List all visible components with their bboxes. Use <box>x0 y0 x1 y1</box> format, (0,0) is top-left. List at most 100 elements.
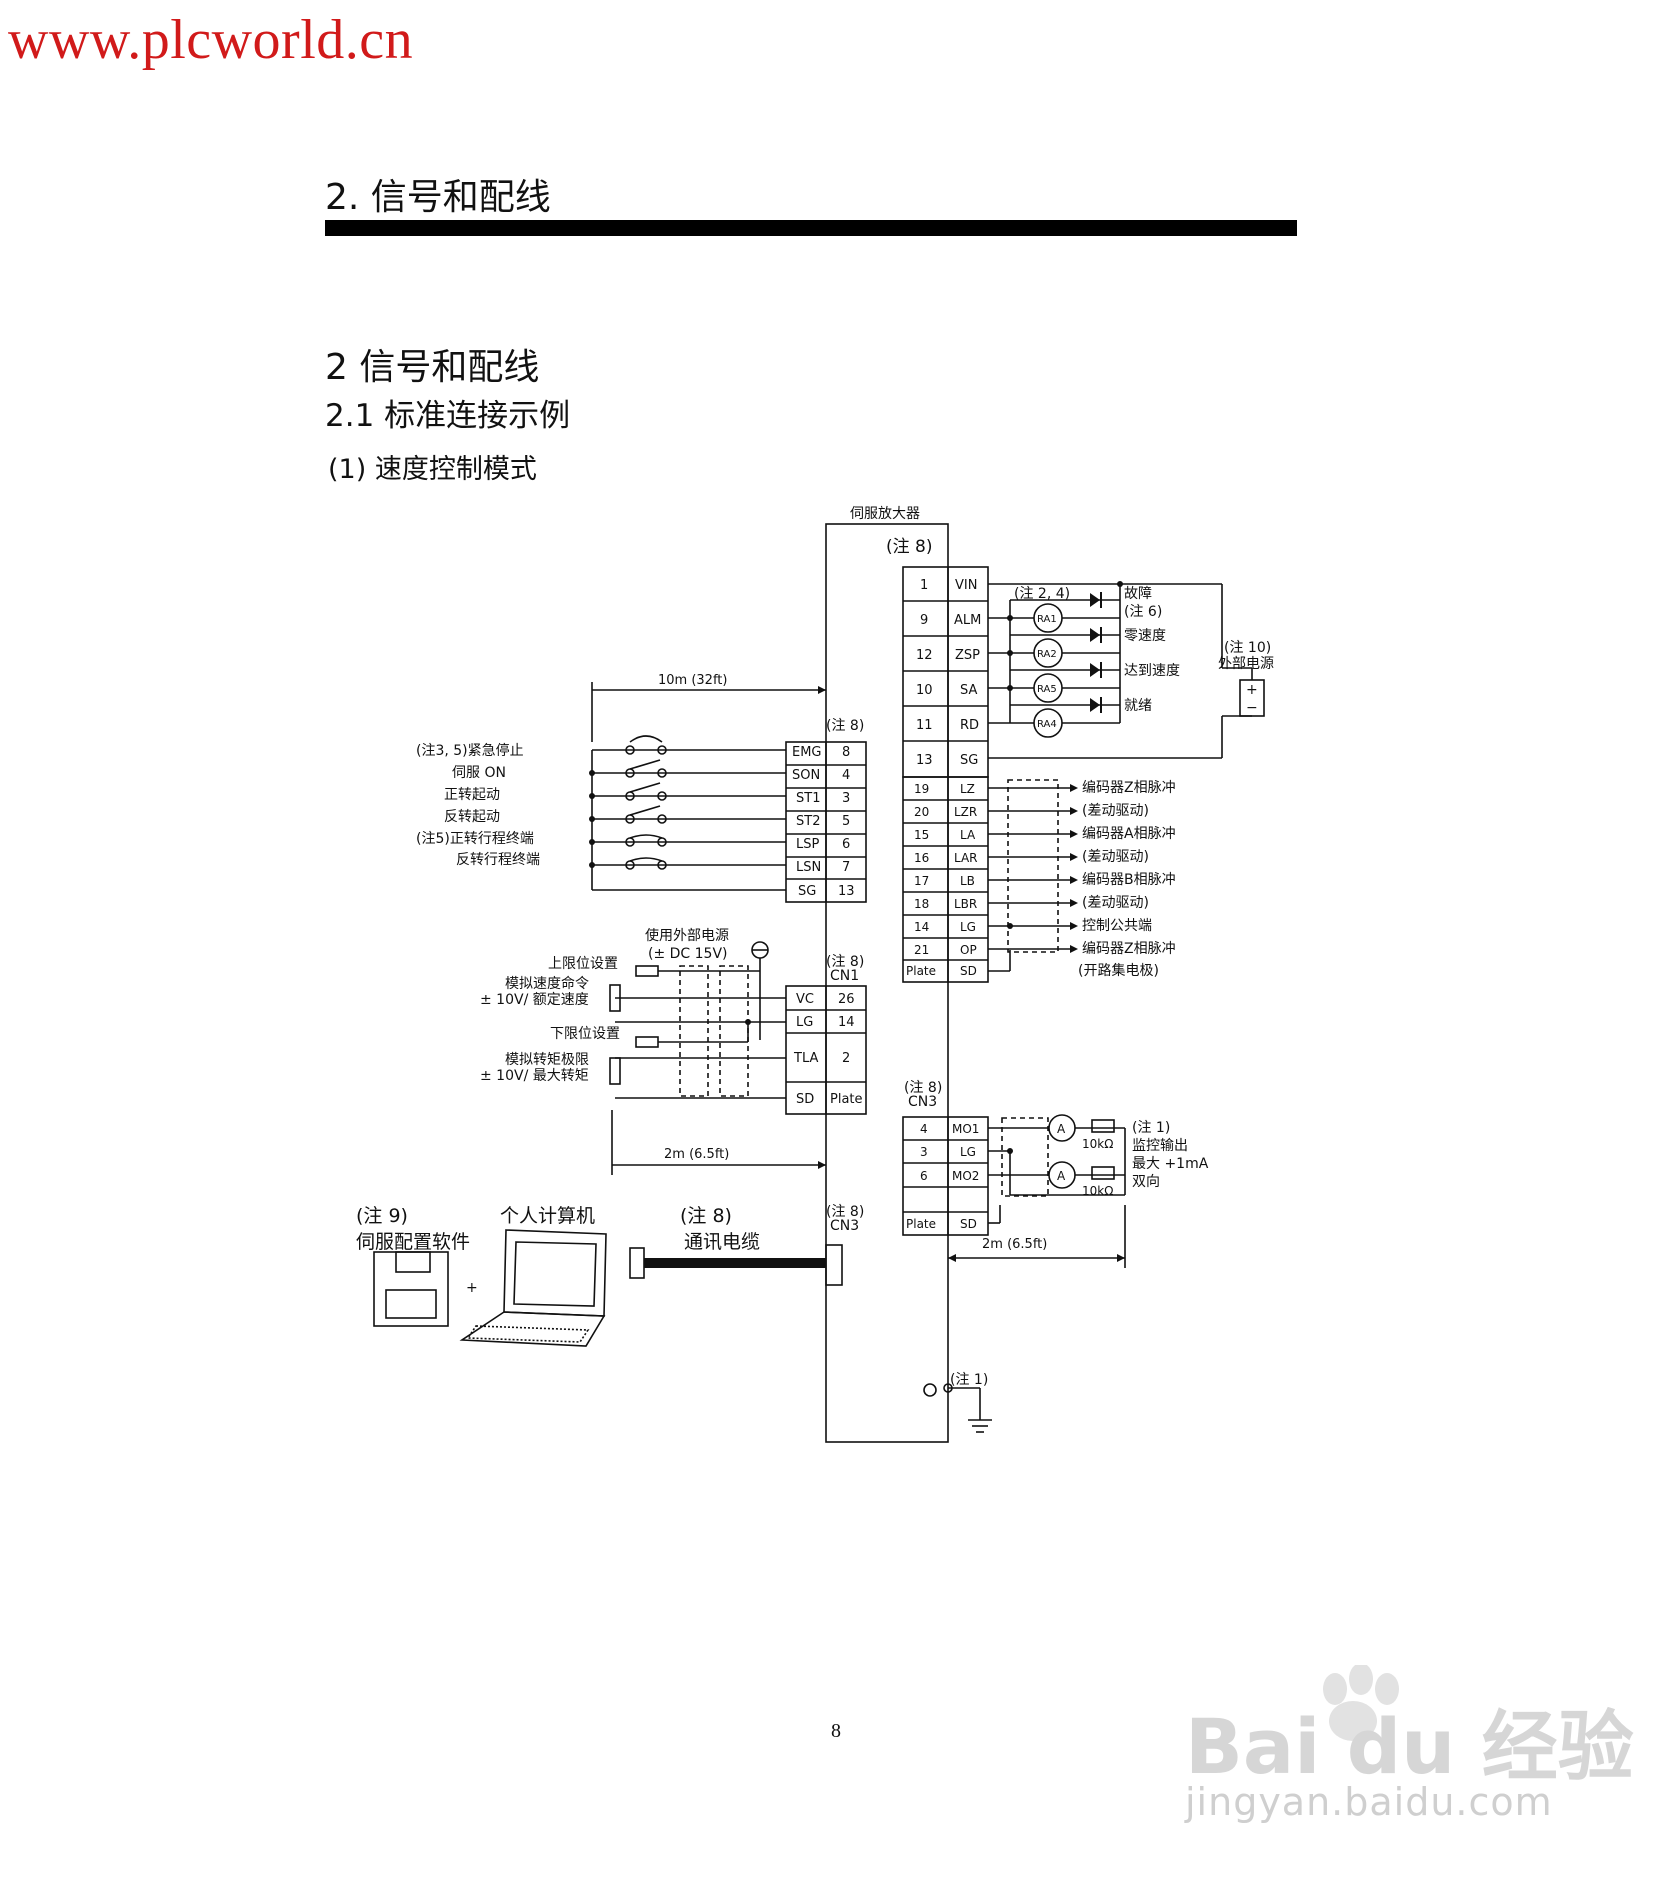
cn3-pin-plate: Plate <box>906 1217 936 1231</box>
pin-13-left: 13 <box>838 884 855 899</box>
enc-label-diff1: (差动驱动) <box>1082 803 1149 819</box>
sig-op: OP <box>960 943 977 957</box>
sig-vc: VC <box>796 992 814 1007</box>
sig-la: LA <box>960 828 976 842</box>
enc-label-z: 编码器Z相脉冲 <box>1082 780 1176 796</box>
enc-label-diff2: (差动驱动) <box>1082 849 1149 865</box>
pin-1: 1 <box>920 578 928 593</box>
baidu-url-watermark: jingyan.baidu.com <box>1185 1780 1553 1824</box>
cn3-pin-3: 3 <box>920 1145 928 1159</box>
cn1-label: CN1 <box>830 968 859 984</box>
pin-15: 15 <box>914 828 929 842</box>
torque-limit-label: 模拟转矩极限 <box>505 1052 589 1068</box>
input-label-lsp: (注5)正转行程终端 <box>416 831 534 847</box>
relay-ra1: RA1 <box>1037 614 1057 625</box>
sig-sd-enc: SD <box>960 964 977 978</box>
upper-limit-label: 上限位设置 <box>548 956 618 972</box>
pin-6: 6 <box>842 837 850 852</box>
ammeter-1: A <box>1057 1122 1066 1136</box>
sig-st1: ST1 <box>796 791 820 806</box>
enc-label-a: 编码器A相脉冲 <box>1082 826 1176 842</box>
pin-12: 12 <box>916 648 933 663</box>
enc-label-z-oc: 编码器Z相脉冲 <box>1082 941 1176 957</box>
label-ready: 就绪 <box>1124 698 1152 714</box>
pin-18: 18 <box>914 897 929 911</box>
note8-cn1a: (注 8) <box>826 718 864 734</box>
sig-sa: SA <box>960 683 977 698</box>
mode-heading: (1) 速度控制模式 <box>328 454 537 485</box>
enc-label-open-collector: (开路集电极) <box>1078 962 1159 979</box>
pin-16: 16 <box>914 851 929 865</box>
sig-sg-right: SG <box>960 753 978 768</box>
resistor-1: 10kΩ <box>1082 1137 1113 1151</box>
monitor-note1: (注 1) <box>1132 1120 1170 1136</box>
note8-cn1b: (注 8) <box>826 954 864 970</box>
pin-7: 7 <box>842 860 850 875</box>
note-10: (注 10) <box>1224 640 1271 656</box>
label-zero-speed: 零速度 <box>1124 628 1166 644</box>
chapter-title: 2. 信号和配线 <box>325 177 551 218</box>
ext-supply-label: 外部电源 <box>1218 656 1274 672</box>
enc-label-b: 编码器B相脉冲 <box>1082 872 1176 888</box>
cn3-pin-4: 4 <box>920 1122 928 1136</box>
pin-17: 17 <box>914 874 929 888</box>
ext-power-voltage: (± DC 15V) <box>648 946 728 962</box>
baidu-brand-watermark: Bai du 经验 <box>1185 1702 1634 1791</box>
torque-limit-range: ± 10V/ 最大转矩 <box>480 1068 589 1084</box>
sig-lar: LAR <box>954 851 978 865</box>
sig-sd-analog: SD <box>796 1092 814 1107</box>
pin-4: 4 <box>842 768 850 783</box>
baidu-paw-logo <box>1323 1665 1399 1741</box>
label-fault: 故障 <box>1124 586 1152 602</box>
sig-emg: EMG <box>792 745 822 760</box>
pin-9: 9 <box>920 613 928 628</box>
sig-st2: ST2 <box>796 814 820 829</box>
dist-2m-left: 2m (6.5ft) <box>664 1147 729 1162</box>
sig-tla: TLA <box>793 1051 818 1066</box>
speed-cmd-range: ± 10V/ 额定速度 <box>480 992 589 1008</box>
plus-sign: + <box>466 1280 478 1296</box>
note8-cn3a: (注 8) <box>904 1080 942 1096</box>
cn3-sig-lg: LG <box>960 1145 976 1159</box>
monitor-label: 监控输出 <box>1132 1138 1188 1154</box>
pin-3: 3 <box>842 791 850 806</box>
software-label: 伺服配置软件 <box>356 1231 470 1253</box>
pin-plate-enc: Plate <box>906 964 936 978</box>
input-label-st1: 正转起动 <box>444 787 500 803</box>
cn3-sig-sd: SD <box>960 1217 977 1231</box>
sig-vin: VIN <box>955 578 977 593</box>
chapter-divider <box>325 220 1297 236</box>
ground-note: (注 1) <box>950 1372 988 1388</box>
pin-11: 11 <box>916 718 933 733</box>
ext-power-label: 使用外部电源 <box>645 927 729 944</box>
sig-sg-left: SG <box>798 884 816 899</box>
site-watermark: www.plcworld.cn <box>8 9 414 71</box>
pin-13-right: 13 <box>916 753 933 768</box>
sig-zsp: ZSP <box>955 648 980 663</box>
pin-2: 2 <box>842 1051 850 1066</box>
section-heading: 2 信号和配线 <box>325 347 540 388</box>
pin-14-enc: 14 <box>914 920 929 934</box>
sig-alm: ALM <box>954 613 981 628</box>
input-label-emg: (注3, 5)紧急停止 <box>416 742 524 759</box>
dist-2m-right: 2m (6.5ft) <box>982 1237 1047 1252</box>
supply-plus: + <box>1246 682 1258 698</box>
lower-limit-label: 下限位设置 <box>550 1026 620 1042</box>
sig-lg-analog: LG <box>796 1015 813 1030</box>
cn3-sig-mo1: MO1 <box>952 1122 979 1136</box>
cn3-sig-mo2: MO2 <box>952 1169 979 1183</box>
input-label-st2: 反转起动 <box>444 809 500 825</box>
relay-ra4: RA4 <box>1037 719 1057 730</box>
pin-26: 26 <box>838 992 855 1007</box>
input-label-son: 伺服 ON <box>452 765 506 781</box>
subsection-heading: 2.1 标准连接示例 <box>325 398 571 434</box>
note8-top: (注 8) <box>886 537 932 557</box>
pin-19: 19 <box>914 782 929 796</box>
note8-cn3b: (注 8) <box>826 1204 864 1220</box>
note-6: (注 6) <box>1124 604 1162 620</box>
pin-14-analog: 14 <box>838 1015 855 1030</box>
resistor-2: 10kΩ <box>1082 1184 1113 1198</box>
page-number: 8 <box>831 1720 841 1742</box>
relay-ra5: RA5 <box>1037 684 1057 695</box>
